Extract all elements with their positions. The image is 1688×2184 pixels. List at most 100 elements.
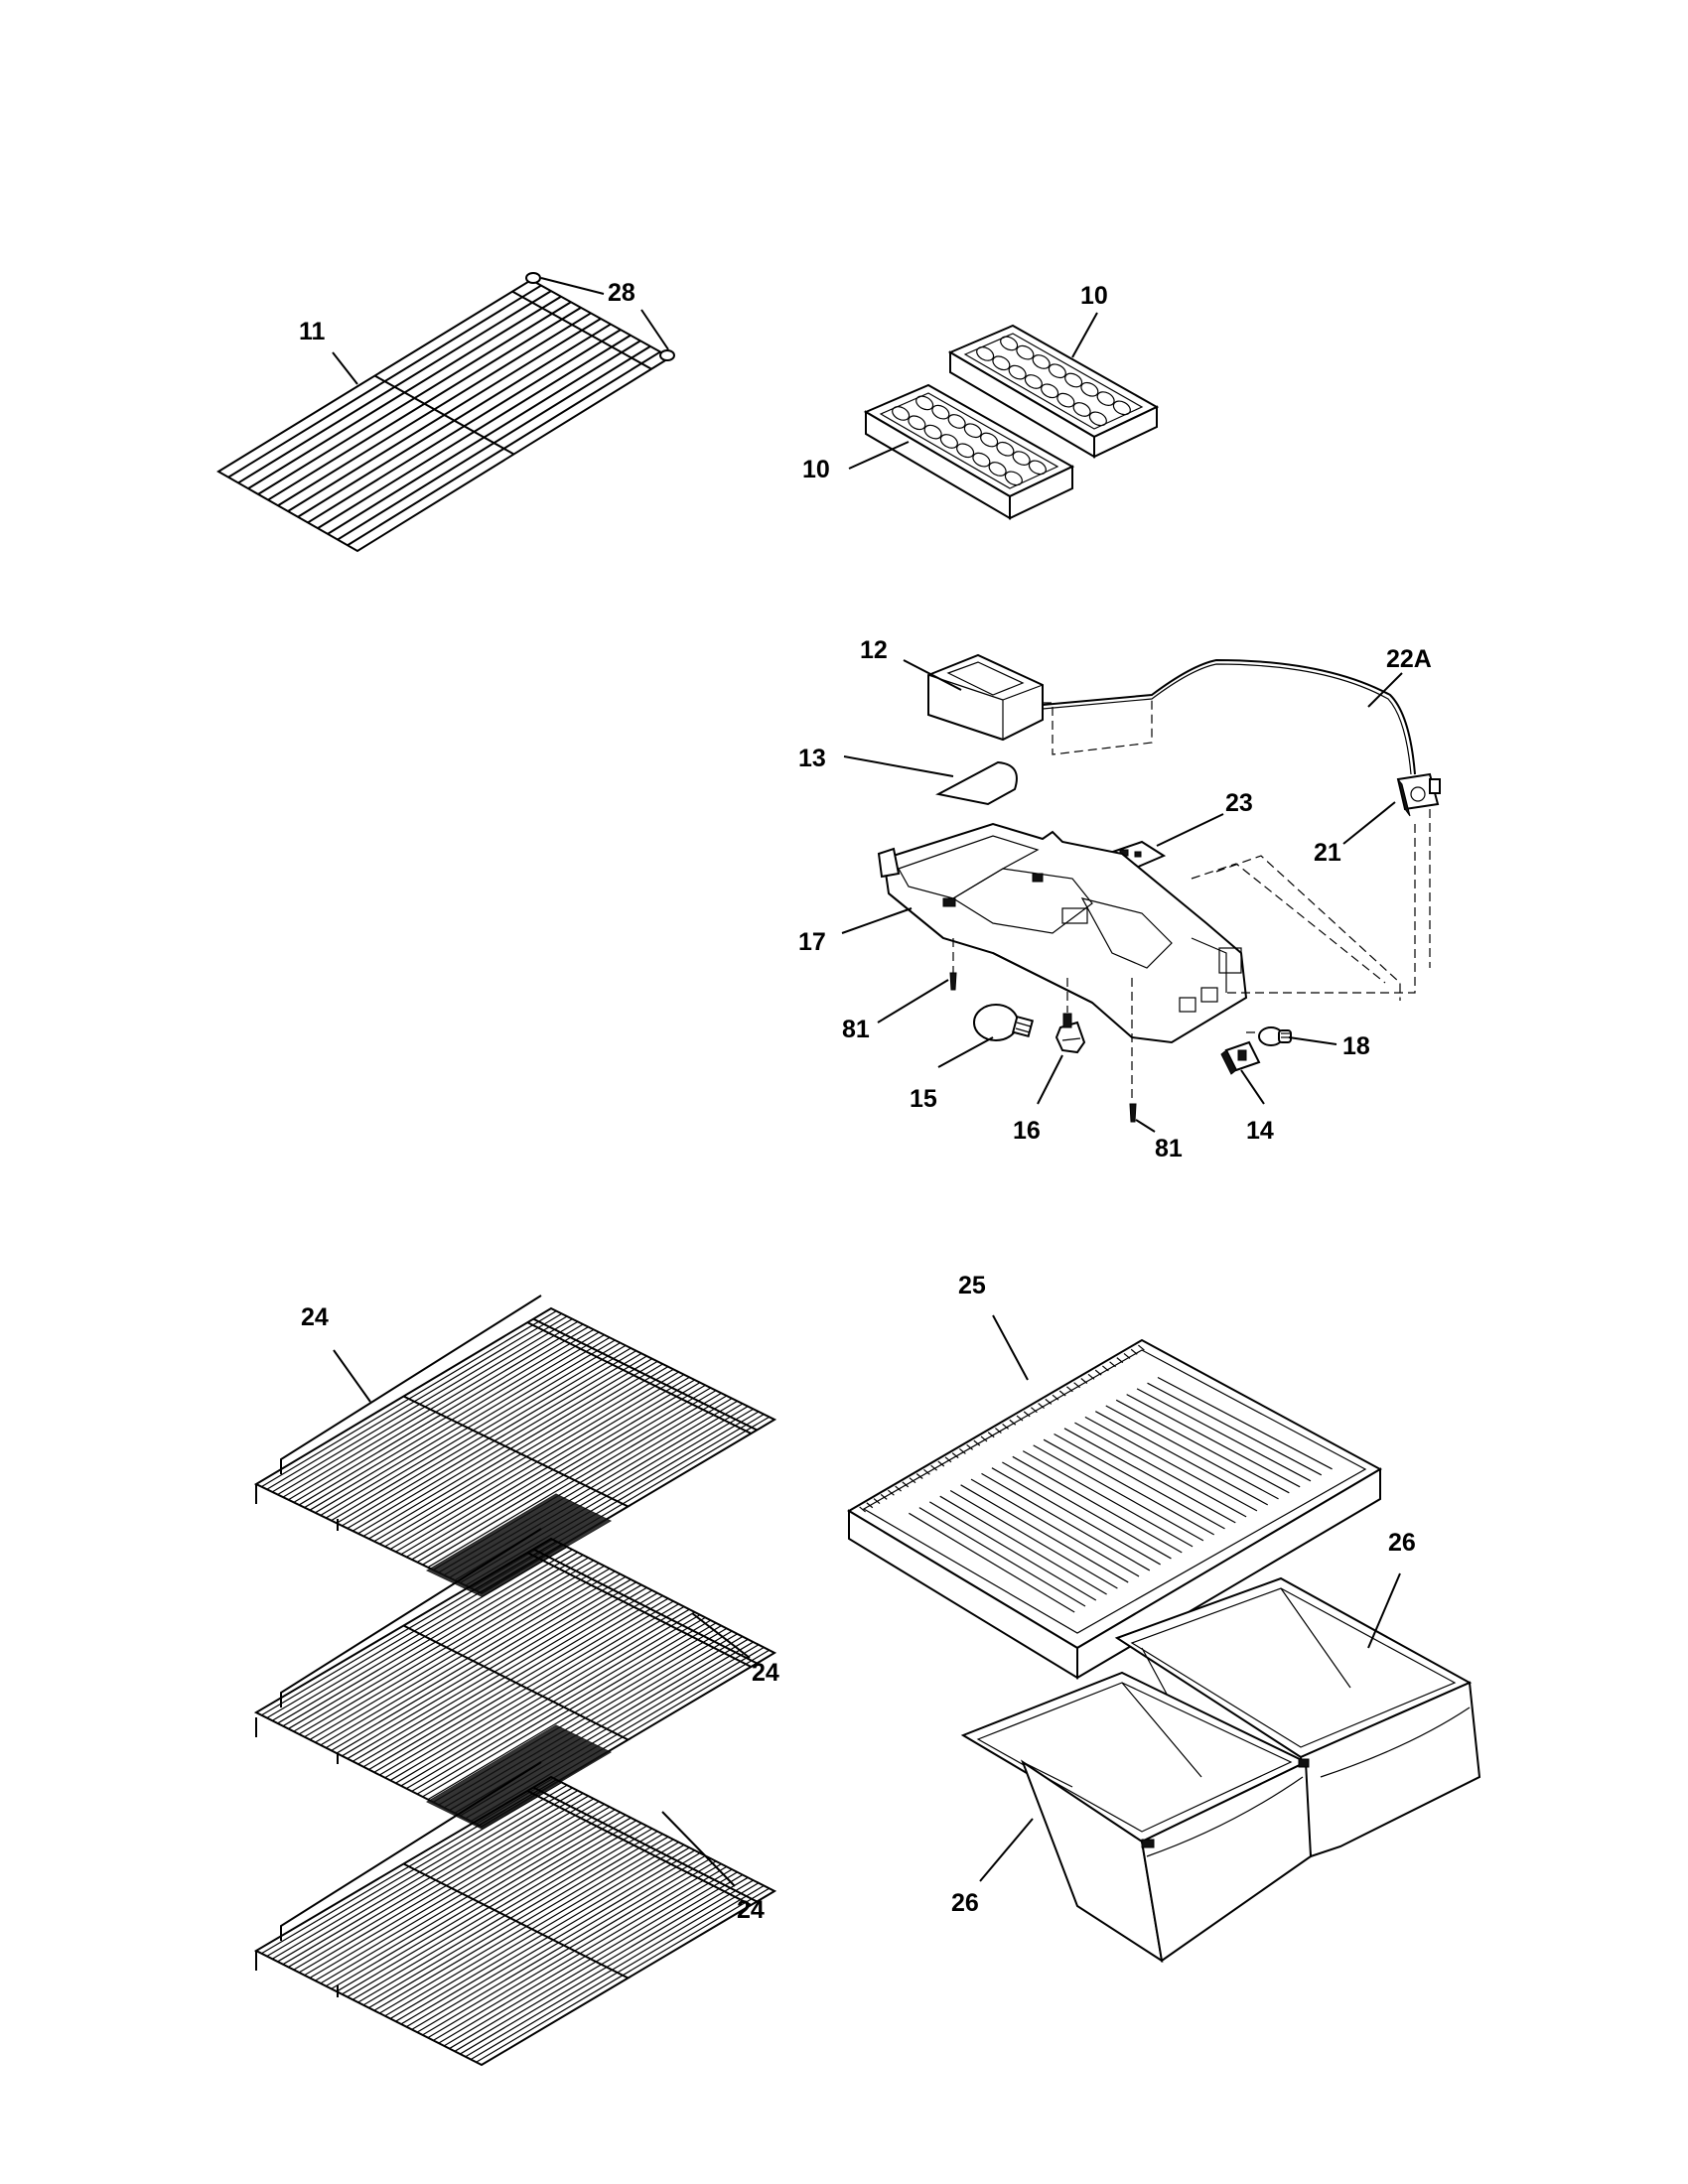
shelf-crossbar — [403, 1395, 629, 1508]
callout-16: 16 — [1013, 1117, 1041, 1145]
tray-cell — [972, 452, 991, 468]
callout-22A: 22A — [1386, 645, 1432, 673]
light-bulb-part-15 — [973, 1004, 1035, 1041]
cover-vent — [995, 1428, 1002, 1434]
cover-rib — [1074, 1422, 1247, 1518]
tray-cell — [1080, 381, 1099, 397]
cover-vent — [1080, 1378, 1088, 1384]
cover-vent — [902, 1481, 910, 1488]
switch-part-14 — [1220, 1040, 1261, 1075]
callout-24-top: 24 — [301, 1303, 329, 1331]
cover-rib — [918, 1507, 1086, 1607]
cover-rib — [981, 1472, 1151, 1571]
ice-tray-upper-part-10 — [947, 324, 1160, 459]
cover-vent — [873, 1498, 881, 1505]
cover-vent — [909, 1477, 916, 1484]
tray-cell — [915, 395, 934, 411]
tray-cell — [1072, 402, 1091, 417]
assembly-guide-lines — [952, 695, 1431, 1102]
cover-vent — [1038, 1403, 1045, 1409]
tray-cell — [1056, 392, 1075, 408]
tray-cell — [1064, 372, 1083, 388]
cover-rib — [1054, 1433, 1225, 1530]
tray-cell — [1004, 471, 1023, 486]
tray-cell — [1112, 400, 1131, 416]
callout-21: 21 — [1314, 839, 1341, 867]
callout-15: 15 — [910, 1085, 937, 1113]
callout-11: 11 — [299, 318, 326, 345]
cover-rib — [1105, 1405, 1279, 1500]
ice-tray-lower-part-10 — [863, 383, 1075, 520]
cover-vent — [895, 1485, 902, 1492]
shelf-crossbar — [526, 1790, 752, 1906]
cover-vent — [1009, 1419, 1017, 1426]
tray-cell — [992, 355, 1011, 371]
tray-cell — [939, 434, 958, 449]
wire-shelf-part-24-top — [253, 1295, 777, 1597]
cover-rib — [1136, 1388, 1312, 1482]
tray-cell — [988, 462, 1007, 477]
thermostat-capillary-part-22A — [1042, 658, 1416, 775]
callout-26-left: 26 — [951, 1889, 979, 1917]
shelf-side — [280, 1528, 542, 1707]
screw-part-81-right — [1129, 1103, 1137, 1123]
cover-rib — [1084, 1416, 1258, 1512]
cover-vent — [1138, 1344, 1145, 1351]
cover-vent — [973, 1439, 981, 1446]
cover-rib — [991, 1467, 1161, 1566]
shelf-side — [280, 1761, 542, 1941]
tray-cell — [1008, 364, 1027, 380]
cover-vent — [1073, 1382, 1080, 1389]
callout-24-middle: 24 — [752, 1659, 779, 1687]
callout-14: 14 — [1246, 1117, 1274, 1145]
cover-vent — [951, 1452, 959, 1459]
callout-13: 13 — [798, 745, 826, 772]
tray-cell — [1048, 363, 1066, 379]
cover-rib — [1012, 1455, 1183, 1554]
shelf-crossbar — [374, 374, 514, 456]
cover-vent — [866, 1502, 874, 1509]
shelf-crossbar — [526, 1552, 752, 1668]
callout-18: 18 — [1342, 1032, 1370, 1060]
shelf-side — [280, 1295, 542, 1474]
cover-vent — [1102, 1365, 1109, 1372]
screw-part-81-left — [949, 972, 957, 991]
cover-vent — [1130, 1348, 1138, 1355]
knob-part-18 — [1258, 1026, 1292, 1046]
cover-vent — [1066, 1386, 1073, 1393]
cover-rib — [960, 1484, 1129, 1583]
callout-labels: 11 28 10 10 12 13 22A 23 21 17 81 15 16 … — [299, 279, 1432, 1924]
cover-vent — [888, 1489, 895, 1496]
callout-24-bottom: 24 — [737, 1896, 765, 1924]
tray-cell — [976, 346, 995, 361]
cover-vent — [1058, 1390, 1066, 1397]
tray-cell — [908, 415, 926, 431]
cover-rib — [1157, 1376, 1333, 1470]
cover-vent — [880, 1493, 888, 1500]
callout-81-right: 81 — [1155, 1135, 1183, 1162]
cover-vent — [1123, 1352, 1131, 1359]
cover-vent — [1023, 1411, 1031, 1418]
bin-cover-part-12 — [927, 653, 1044, 742]
shelf-crossbar — [403, 1862, 629, 1979]
cover-rib — [928, 1501, 1097, 1601]
cover-vent — [980, 1435, 988, 1442]
cover-vent — [1116, 1357, 1124, 1364]
leader-lines — [332, 277, 1403, 1887]
callout-10-upper: 10 — [1080, 282, 1108, 310]
cover-rib — [1033, 1444, 1204, 1542]
tray-cell — [923, 424, 942, 440]
wire-shelf-part-24-bottom — [253, 1761, 777, 2067]
cover-vent — [1094, 1369, 1102, 1376]
tray-cell — [1088, 411, 1107, 427]
tray-cell — [1032, 354, 1051, 369]
callout-12: 12 — [860, 636, 888, 664]
tray-cell — [1041, 383, 1059, 399]
tray-cell — [892, 406, 911, 421]
cover-rib — [970, 1478, 1140, 1577]
crisper-drawer-part-26-left — [960, 1671, 1313, 1964]
cover-vent — [966, 1443, 973, 1450]
cover-vent — [959, 1448, 966, 1454]
shelf-frame — [216, 278, 672, 553]
shelf-end-caps-part-28 — [525, 272, 675, 361]
